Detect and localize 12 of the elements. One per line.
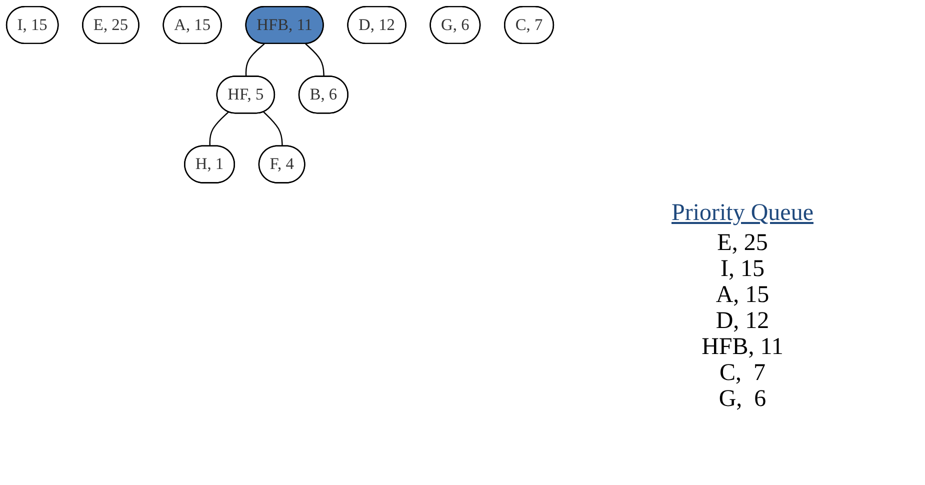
queue-entry: E, 25: [717, 230, 768, 256]
connector: [245, 43, 265, 77]
connector: [263, 112, 283, 146]
queue-entry: HFB, 11: [702, 334, 784, 360]
queue-entry: G, 6: [718, 386, 766, 412]
queue-entry: I, 15: [720, 256, 764, 282]
queue-entry: A, 15: [716, 282, 770, 308]
queue-entry: C, 7: [719, 360, 766, 386]
connector: [305, 43, 324, 77]
queue-heading: Priority Queue: [672, 200, 814, 226]
connector: [209, 112, 229, 146]
queue-entry: D, 12: [716, 308, 770, 334]
